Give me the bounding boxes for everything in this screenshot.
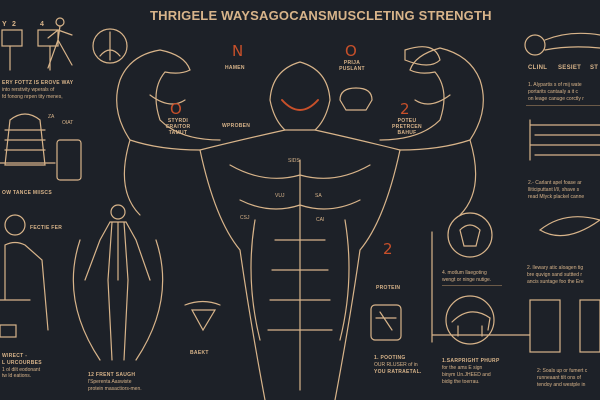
info-text: lliticiputtant l/l/, shave s <box>528 187 580 193</box>
caption-heading: 1.SARPRIGHT PHURP <box>442 358 500 364</box>
info-text: read Mlyck plackel canne <box>528 194 585 200</box>
right-panel-diagrams <box>431 32 600 353</box>
info-text: on leage canuge corctly r <box>528 96 584 102</box>
tab-sesiet: SESIET <box>558 65 582 71</box>
label: OIAT <box>62 120 74 126</box>
divider <box>526 105 600 106</box>
left-seated-figure <box>0 214 49 338</box>
full-body-figure <box>72 204 164 361</box>
step-number: 2 <box>12 21 17 28</box>
muscle-label: CAI <box>316 217 325 223</box>
divider <box>442 285 502 286</box>
caption-text: l'Sperenta Aaswiste <box>88 379 132 385</box>
callout-label: PRIJA PUSLANT <box>339 60 365 72</box>
caption-text: binym Un.JHEED and <box>442 372 491 378</box>
step-number: Y <box>2 21 7 28</box>
caption-text: protein masactiors-men. <box>88 386 142 392</box>
top-left-diagrams <box>1 17 128 71</box>
caption-text: fd fonong nrpen tity menes, <box>2 94 63 100</box>
callout-label: HAMEN <box>225 65 245 71</box>
muscle-label: SA <box>315 193 322 199</box>
caption-heading: L URCOURBES <box>2 360 42 366</box>
callout-label: PROTEIN <box>376 285 401 291</box>
muscle-label: WPROBEN <box>222 123 251 129</box>
label: FECTIE FER <box>30 225 63 231</box>
caption-text: 1 ol dilt eodonant <box>2 367 41 373</box>
callout-number: 2 <box>400 100 410 118</box>
step-number: 4 <box>40 21 45 28</box>
info-text: runneaant tilt ons of <box>537 375 581 381</box>
info-text: 2. llewary atic aloagen tig <box>527 265 584 271</box>
muscle-label: CSJ <box>240 215 250 221</box>
callout-number: O <box>345 42 357 60</box>
muscle-label: VUJ <box>275 193 285 199</box>
callout-label: STYRDI CRAITOR TAMUT <box>165 118 191 136</box>
info-text: bre quvign sand suttted r <box>527 272 583 278</box>
callout-diagrams <box>184 46 441 341</box>
caption-heading: OW TANCE MIISCS <box>2 190 52 196</box>
callout-label: POTEU PRETRCEN BAHUF <box>392 118 422 136</box>
badge-label: BAEKT <box>190 350 209 356</box>
info-text: portarits cantaaly a it c <box>528 89 579 95</box>
caption-text: wengt or ninge nutige. <box>442 277 492 283</box>
caption-text: YOU RATRAETAL. <box>374 369 422 375</box>
page-title: THRIGELE WAYSAGOCANSMUSCLETING STRENGTH <box>150 8 492 23</box>
muscle-label: SIDS <box>288 158 300 164</box>
caption-heading: 12 FRENT SAUGH <box>88 372 136 378</box>
tab-clinl: CLINL <box>528 65 548 71</box>
caption-heading: 1. POOTING <box>374 355 406 361</box>
callout-number: 2 <box>383 240 393 258</box>
caption-heading: WIRECT - <box>2 353 28 359</box>
info-text: 1. Alypartis s of mij wate <box>528 82 582 88</box>
caption-text: tw ld eations. <box>2 373 32 379</box>
caption-heading: ERY FOTTZ IS EROVE WAY <box>2 80 74 86</box>
info-text: 2: Soals up or fumert c <box>537 368 588 374</box>
callout-number: N <box>232 42 244 60</box>
caption-text: for the ams E sign <box>442 365 483 371</box>
callout-number: O <box>170 100 182 118</box>
caption-text: OUR RLUSER of in <box>374 362 418 368</box>
label: ZA <box>48 114 55 120</box>
caption-text: into rerstivity wperals of <box>2 87 55 93</box>
info-text: ancis suntage foo the Ere <box>527 279 584 285</box>
caption-text: 4. motlum llaegoting <box>442 270 487 276</box>
info-text: tendoy and westple in <box>537 382 586 388</box>
central-muscle-figure <box>116 47 484 400</box>
info-text: 2.- Carlant apel foase ar <box>528 180 582 186</box>
tab-st: ST <box>590 65 599 71</box>
barbell-torso-diagram <box>0 113 82 181</box>
caption-text: bidig the toerrau. <box>442 379 480 385</box>
